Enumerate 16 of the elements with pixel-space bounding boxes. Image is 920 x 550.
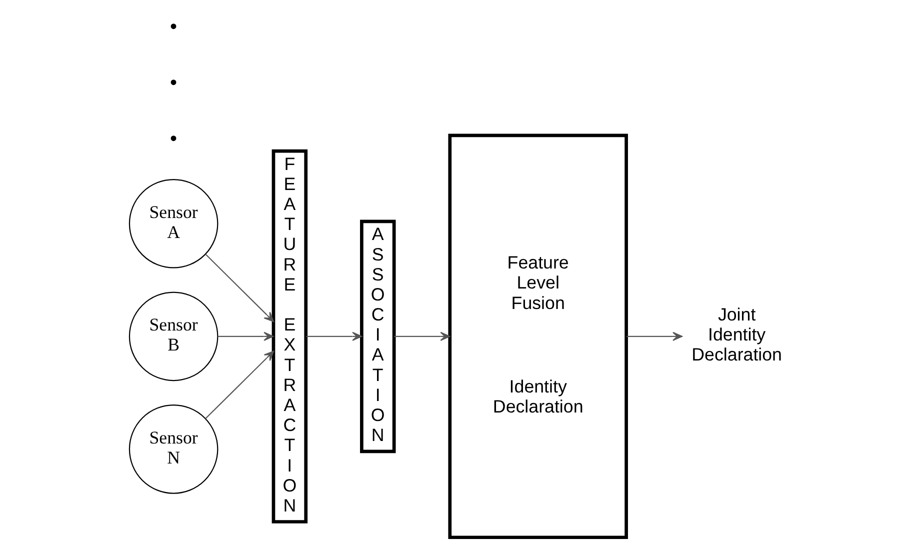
arrow — [204, 254, 274, 322]
arrow — [217, 332, 274, 341]
label: • — [170, 16, 177, 38]
arrow — [394, 332, 450, 341]
arrow — [626, 332, 682, 341]
node-circle: Sensor A — [128, 178, 218, 268]
node-box: FEATURE EXTRACTION — [271, 149, 308, 524]
arrow — [306, 332, 362, 341]
node-box: ASSOCIATION — [360, 220, 396, 454]
node-circle: Sensor N — [128, 404, 218, 494]
node-text: Joint Identity Declaration — [691, 304, 782, 365]
label: • — [170, 128, 177, 150]
node-circle: Sensor B — [128, 292, 218, 382]
arrow — [204, 350, 274, 420]
label: • — [170, 72, 177, 94]
node-box: Feature Level Fusion Identity Declaration — [448, 134, 628, 540]
